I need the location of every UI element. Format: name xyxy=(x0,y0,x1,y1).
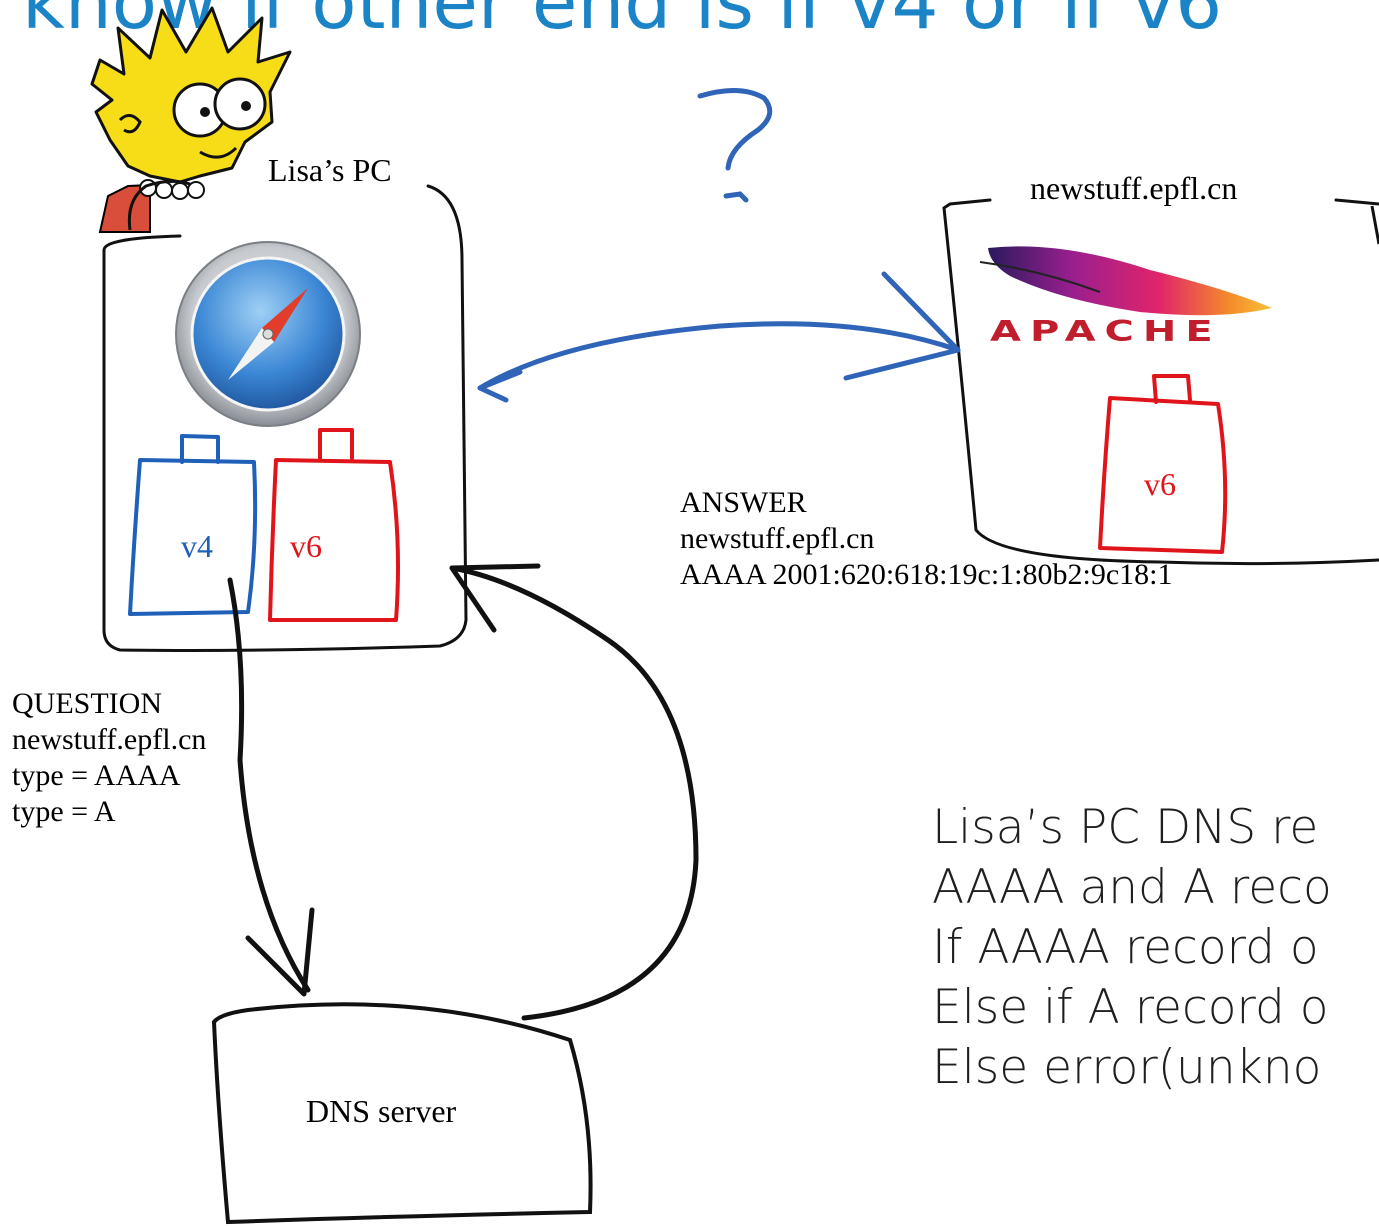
question-line: type = A xyxy=(12,795,116,828)
dns-answer-block: ANSWER newstuff.epfl.cn AAAA 2001:620:61… xyxy=(680,485,1172,593)
logic-line: AAAA and A reco xyxy=(932,860,1332,915)
logic-line: If AAAA record o xyxy=(932,920,1319,975)
server-box-right-edge xyxy=(1370,205,1379,245)
dns-server-label: DNS server xyxy=(306,1093,457,1129)
lisa-pc-label: Lisa’s PC xyxy=(268,152,392,188)
logic-line: Else if A record o xyxy=(932,980,1329,1035)
server-box-top-edge xyxy=(1334,198,1379,206)
logic-line: Else error(unkno xyxy=(932,1040,1322,1095)
answer-line: AAAA 2001:620:618:19c:1:80b2:9c18:1 xyxy=(680,558,1173,591)
answer-line: newstuff.epfl.cn xyxy=(680,522,875,555)
ipv4-label: v4 xyxy=(181,528,213,564)
dns-question-block: QUESTION newstuff.epfl.cn type = AAAA ty… xyxy=(12,686,206,830)
apache-logo-text: APACHE xyxy=(990,316,1222,349)
compass-icon xyxy=(175,241,361,427)
ipv6-label-server: v6 xyxy=(1144,466,1176,502)
apache-feather-icon xyxy=(979,246,1272,316)
dns-server-box xyxy=(211,1002,593,1225)
question-line: QUESTION xyxy=(12,687,162,720)
resolution-logic-text: Lisa’s PC DNS re AAAA and A reco If AAAA… xyxy=(932,798,1332,1098)
server-hostname-label: newstuff.epfl.cn xyxy=(1030,170,1238,206)
question-mark-icon xyxy=(697,87,773,203)
ipv6-box-server xyxy=(1098,374,1228,554)
lisa-pc-box xyxy=(102,184,468,652)
question-line: newstuff.epfl.cn xyxy=(12,723,207,756)
connection-arrow xyxy=(477,271,961,403)
question-line: type = AAAA xyxy=(12,759,181,792)
dns-query-arrow xyxy=(227,577,315,997)
server-box xyxy=(942,198,1379,566)
ipv4-box xyxy=(128,434,258,616)
ipv6-box-left xyxy=(268,428,400,622)
logic-line: Lisa’s PC DNS re xyxy=(932,800,1319,855)
ipv6-label-pc: v6 xyxy=(290,528,322,564)
lisa-avatar xyxy=(90,6,292,233)
dns-response-arrow xyxy=(449,563,699,1021)
answer-line: ANSWER xyxy=(680,486,807,519)
